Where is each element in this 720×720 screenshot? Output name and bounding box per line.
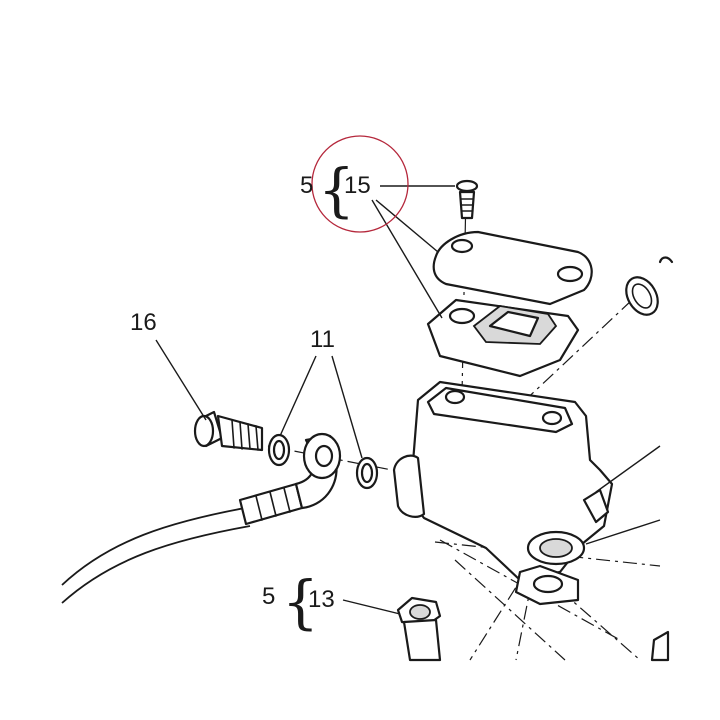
cover-screw-part: [455, 179, 479, 220]
banjo-bolt-part: [193, 410, 264, 452]
callout-15: 15: [344, 172, 371, 199]
callout-16: 16: [130, 309, 157, 336]
pivot-bolt-part: [396, 596, 442, 662]
callout-13-group-number: 5: [262, 583, 275, 610]
washers-part: [267, 433, 379, 490]
reservoir-cover: [432, 230, 593, 306]
reservoir-diaphragm: [426, 298, 580, 378]
master-cylinder-body: [392, 380, 614, 606]
o-ring-part: [625, 256, 674, 316]
callout-13: 13: [308, 586, 335, 613]
brake-hose: [61, 432, 342, 604]
callout-15-brace: {: [318, 156, 355, 224]
leader-lines: [155, 185, 661, 615]
lever-part-edge: [650, 630, 670, 662]
callout-13-brace: {: [282, 568, 319, 636]
callout-11: 11: [310, 326, 335, 353]
callout-15-group-number: 5: [300, 172, 313, 199]
highlight-circle: [311, 135, 409, 233]
